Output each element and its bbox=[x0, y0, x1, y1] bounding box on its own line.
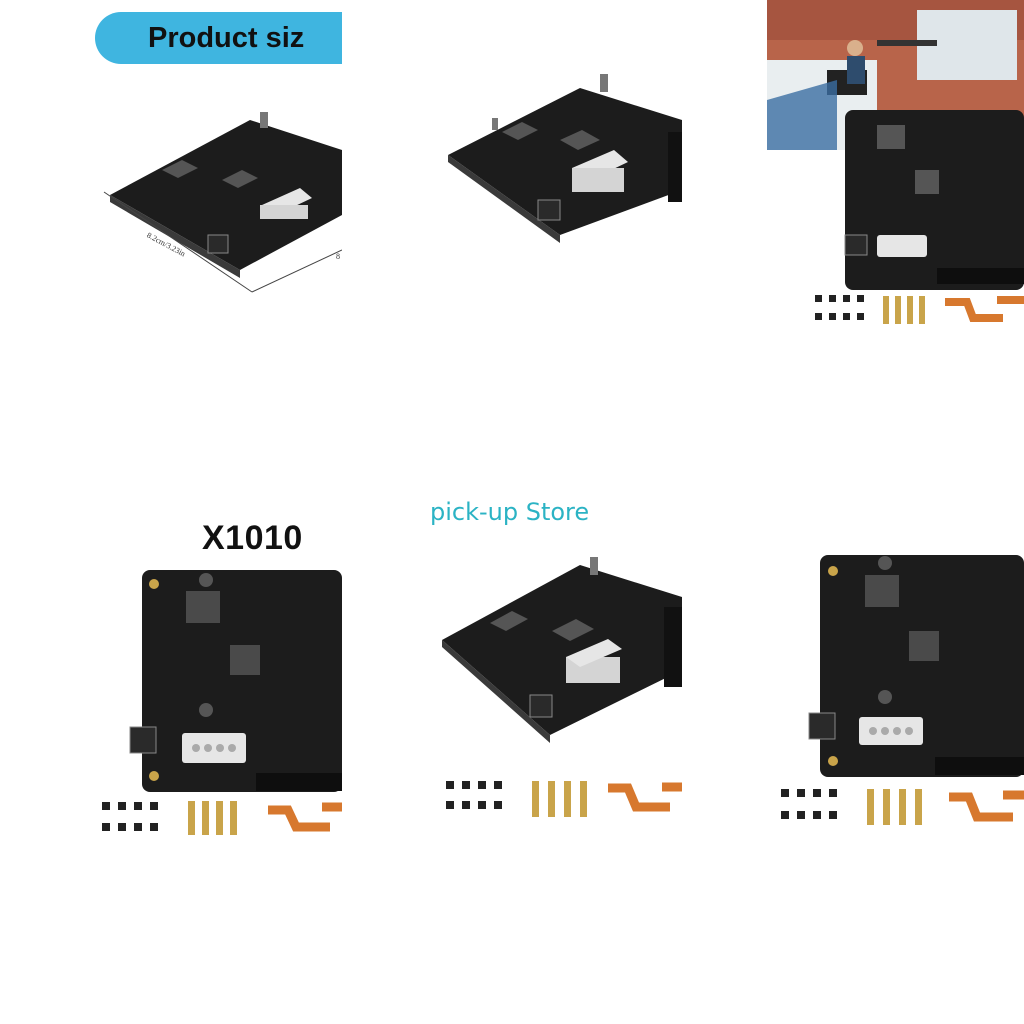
board-flat-illustration bbox=[102, 570, 342, 835]
board-flat-illustration bbox=[767, 0, 1024, 324]
product-size-banner-text: Product siz bbox=[148, 22, 305, 54]
dimension-label: 8 bbox=[336, 252, 340, 261]
product-size-banner bbox=[95, 12, 342, 64]
board-accessories-image[interactable] bbox=[430, 545, 682, 835]
board-angled-illustration bbox=[442, 557, 682, 817]
board-angled-illustration bbox=[448, 74, 682, 243]
board-angled-illustration bbox=[103, 112, 342, 293]
board-angled-image[interactable] bbox=[430, 60, 682, 310]
store-name: pick-up Store bbox=[430, 498, 590, 526]
board-flat-image[interactable] bbox=[767, 545, 1024, 835]
office-board-image[interactable] bbox=[767, 0, 1024, 342]
product-size-image[interactable]: Product siz 8.2cm/3.23in 8 bbox=[90, 0, 342, 342]
x1010-board-image[interactable]: X1010 bbox=[90, 505, 342, 850]
model-title: X1010 bbox=[202, 519, 303, 557]
board-flat-illustration bbox=[781, 555, 1024, 825]
